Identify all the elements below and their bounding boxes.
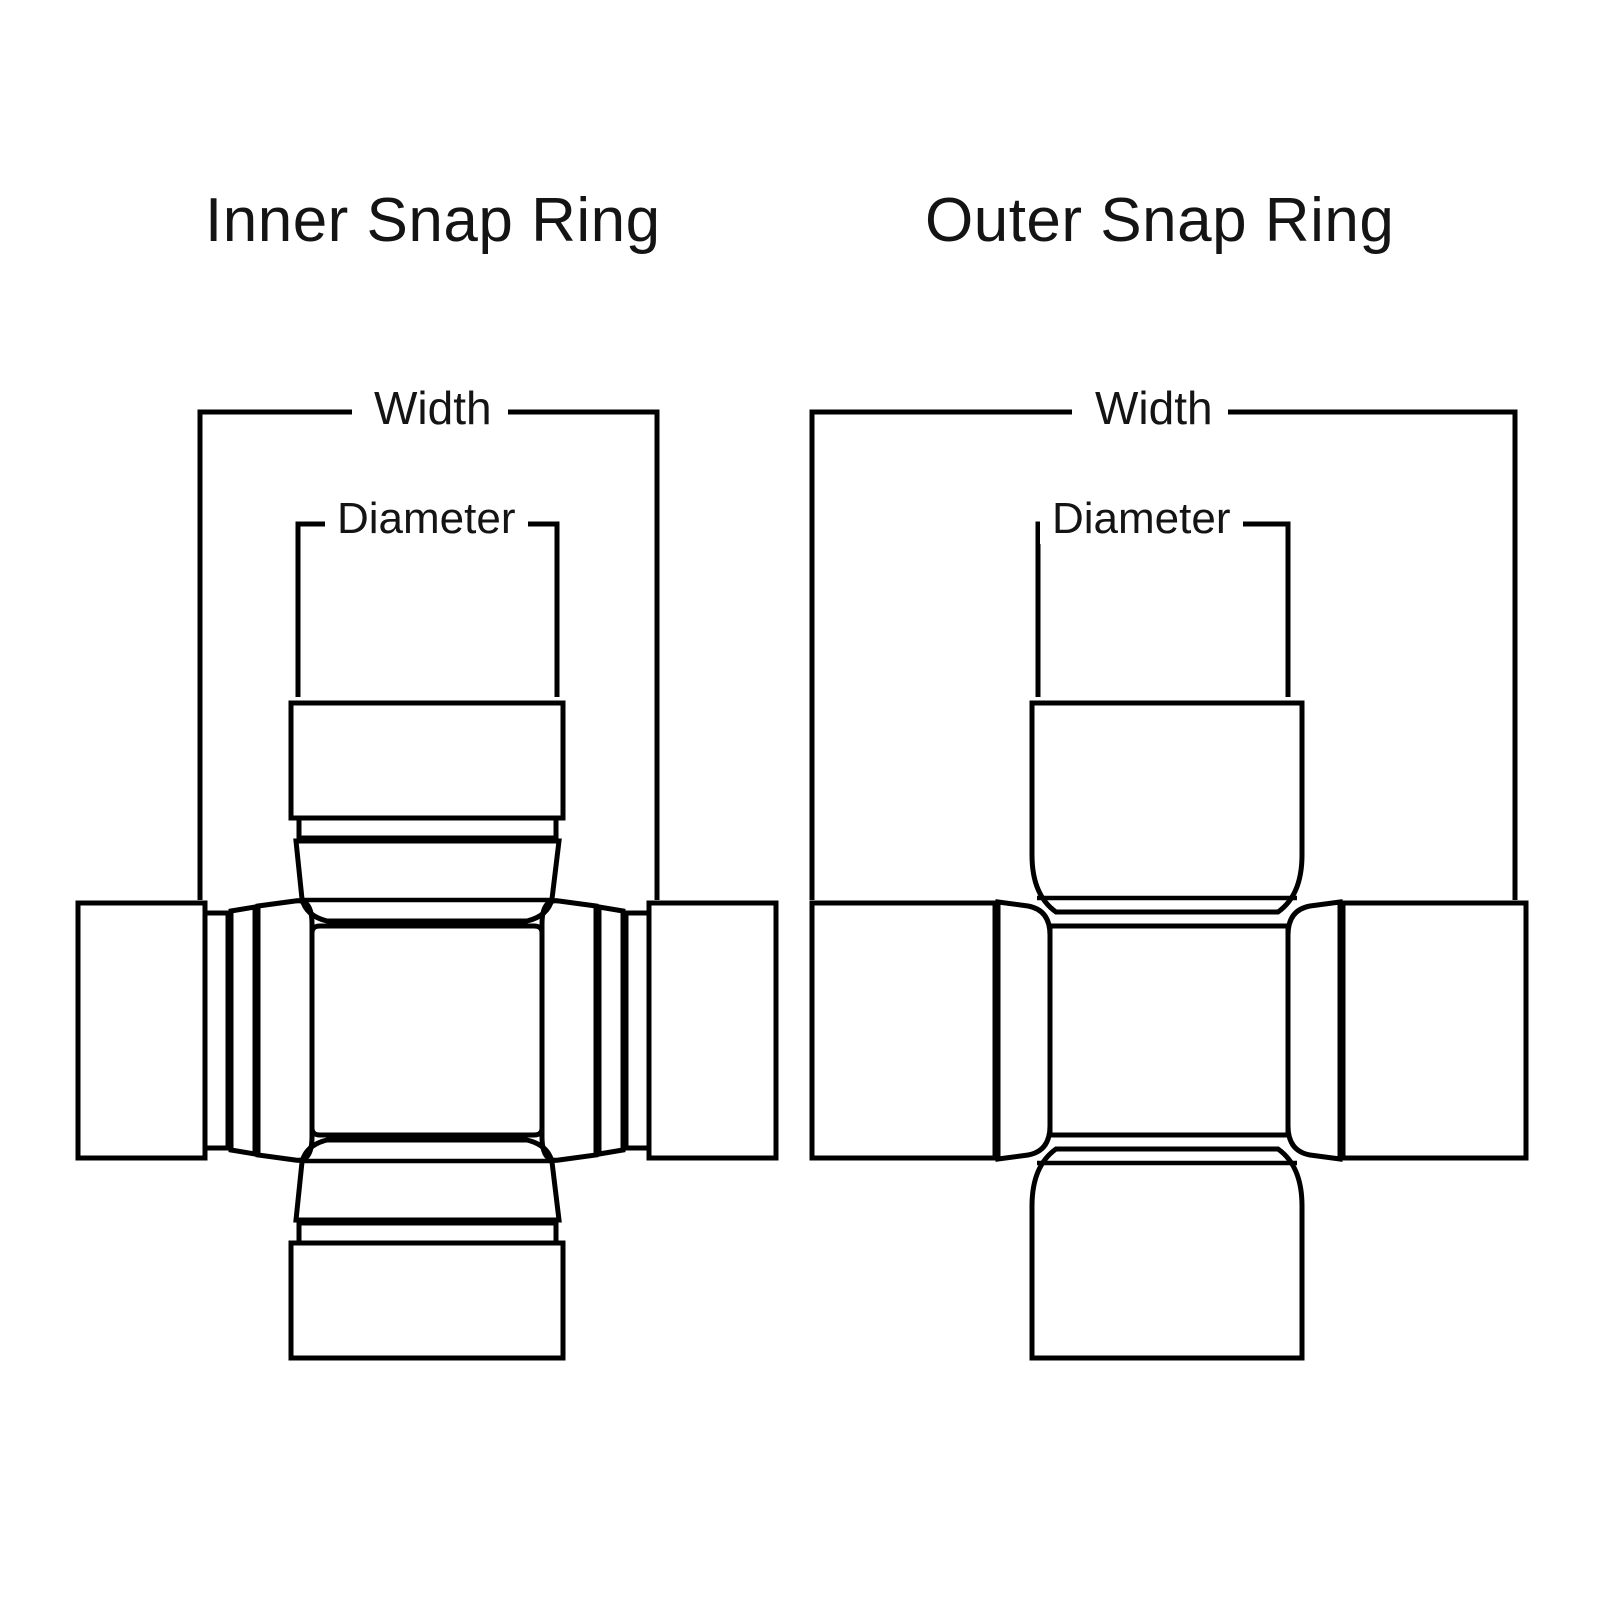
bottom-cap-shoulder-left bbox=[293, 1137, 562, 1223]
bottom-cap-groove-band-left bbox=[296, 1220, 559, 1246]
right-arm-outer-cap-left bbox=[646, 900, 779, 1161]
right-arm-groove-band-left bbox=[623, 910, 652, 1151]
width-dim-left-leg-right bbox=[809, 409, 1072, 900]
width-dimension-left bbox=[197, 409, 660, 900]
dimension-label-width-outer: Width bbox=[1083, 381, 1225, 435]
dimension-label-width-inner: Width bbox=[362, 381, 504, 435]
diameter-dimension-right bbox=[1035, 521, 1291, 697]
center-cross-body-right bbox=[1047, 923, 1291, 1138]
panel-title-inner-snap-ring: Inner Snap Ring bbox=[205, 186, 661, 255]
bottom-cap-body-left bbox=[288, 1240, 566, 1361]
diameter-dimension-left bbox=[295, 521, 560, 697]
left-arm-outer-cap-left bbox=[75, 900, 208, 1161]
center-cross-body-left bbox=[309, 923, 545, 1138]
top-cap-shoulder-left bbox=[293, 838, 562, 924]
left-arm-groove-band-left bbox=[202, 910, 231, 1151]
dimension-label-diameter-inner: Diameter bbox=[325, 494, 528, 544]
bottom-cap-body-right bbox=[1029, 1146, 1305, 1361]
diameter-dim-left-leg-right bbox=[1035, 521, 1048, 697]
width-dim-left-leg bbox=[197, 409, 352, 900]
top-cap-body-right bbox=[1029, 700, 1305, 915]
diameter-dim-right-leg bbox=[528, 521, 560, 697]
right-arm-outer-cap-right bbox=[1340, 900, 1529, 1161]
left-arm-taper-right bbox=[995, 899, 1053, 1162]
right-arm-shoulder-ring-left bbox=[596, 904, 626, 1157]
width-dim-right-leg bbox=[508, 409, 660, 900]
right-arm-taper-left bbox=[539, 898, 599, 1163]
inner-snap-ring-drawing bbox=[75, 409, 779, 1361]
width-dim-right-leg-right bbox=[1228, 409, 1518, 900]
top-cap-groove-band-left bbox=[296, 815, 559, 841]
right-arm-taper-right bbox=[1285, 899, 1343, 1162]
panel-title-outer-snap-ring: Outer Snap Ring bbox=[925, 186, 1395, 255]
top-cap-body-left bbox=[288, 700, 566, 821]
outer-snap-ring-drawing bbox=[809, 409, 1529, 1361]
dimension-label-diameter-outer: Diameter bbox=[1040, 494, 1243, 544]
left-arm-shoulder-ring-left bbox=[228, 904, 258, 1157]
left-arm-taper-left bbox=[255, 898, 315, 1163]
left-arm-outer-cap-right bbox=[809, 900, 998, 1161]
diameter-dim-left-leg bbox=[295, 521, 330, 697]
diameter-dim-right-leg-right bbox=[1243, 521, 1291, 697]
width-dimension-right bbox=[809, 409, 1518, 900]
